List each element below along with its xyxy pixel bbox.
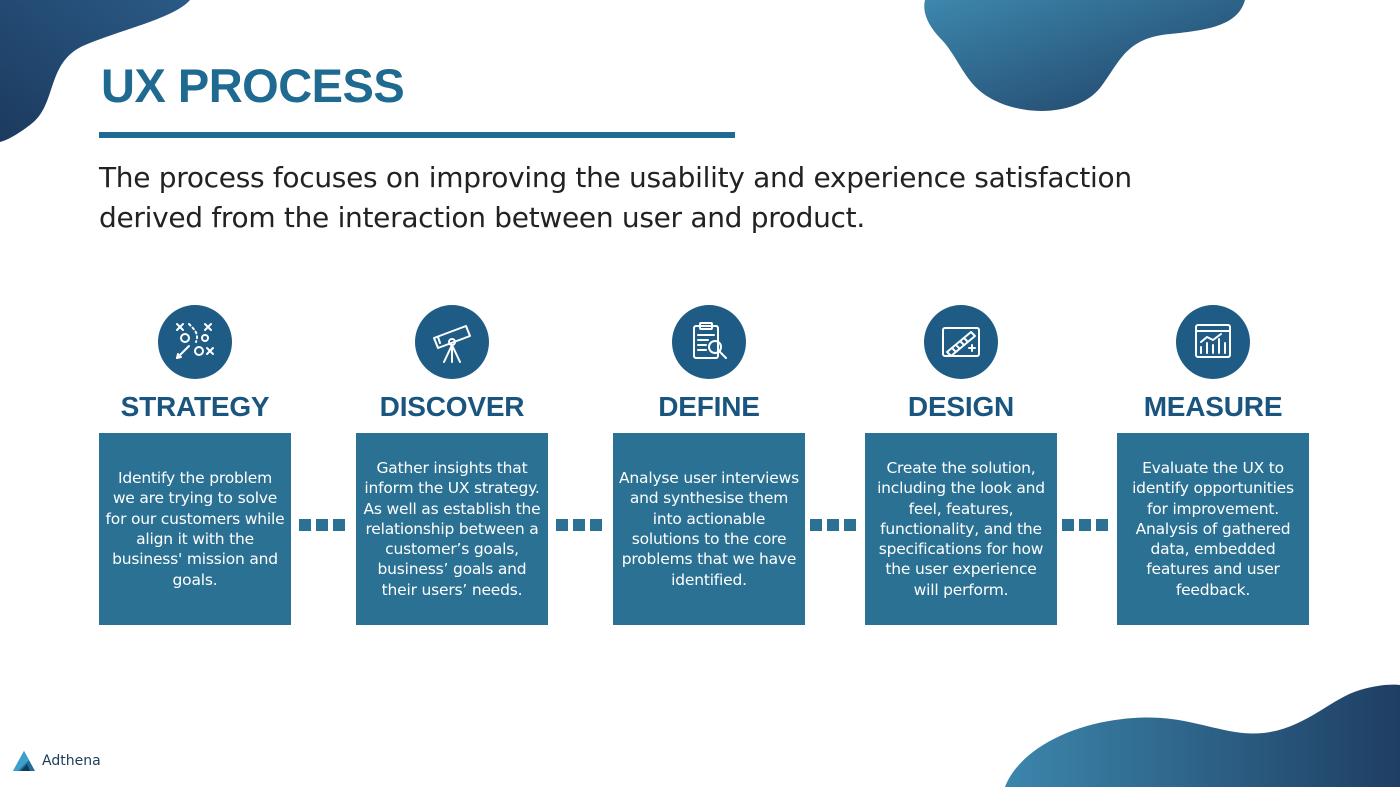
top-right-blob: [924, 0, 1245, 111]
clipboard-search-icon: [672, 305, 746, 379]
step-measure: MEASURE Evaluate the UX to identify oppo…: [1117, 305, 1309, 625]
title-underline: [99, 132, 735, 138]
step-description: Gather insights that inform the UX strat…: [363, 458, 541, 599]
step-box: Analyse user interviews and synthesise t…: [613, 433, 805, 625]
step-design: DESIGN Create the solution, including th…: [865, 305, 1057, 625]
page-title: UX PROCESS: [101, 59, 405, 112]
adthena-logo: Adthena: [12, 750, 101, 772]
step-box: Identify the problem we are trying to so…: [99, 433, 291, 625]
step-connector: [299, 519, 345, 531]
step-name: DISCOVER: [379, 391, 525, 422]
step-name: DESIGN: [907, 391, 1015, 422]
step-strategy: STRATEGY Identify the problem we are try…: [99, 305, 291, 625]
step-define: DEFINE Analyse user interviews and synth…: [613, 305, 805, 625]
strategy-play-icon: [158, 305, 232, 379]
step-discover: DISCOVER Gather insights that inform the…: [356, 305, 548, 625]
step-name: STRATEGY: [120, 391, 270, 422]
step-connector: [1062, 519, 1108, 531]
step-description: Create the solution, including the look …: [877, 458, 1045, 599]
step-name: MEASURE: [1143, 391, 1283, 422]
step-name: DEFINE: [658, 391, 760, 422]
step-box: Create the solution, including the look …: [865, 433, 1057, 625]
step-connector: [556, 519, 602, 531]
step-box: Gather insights that inform the UX strat…: [356, 433, 548, 625]
analytics-chart-icon: [1176, 305, 1250, 379]
page-subtitle: The process focuses on improving the usa…: [99, 161, 1132, 234]
logo-text: Adthena: [42, 753, 101, 769]
step-description: Analyse user interviews and synthesise t…: [619, 469, 799, 589]
bottom-right-blob: [1005, 684, 1400, 787]
top-left-blob: [0, 0, 190, 142]
adthena-logo-icon: [13, 751, 35, 771]
step-description: Identify the problem we are trying to so…: [105, 469, 285, 589]
telescope-icon: [415, 305, 489, 379]
step-description: Evaluate the UX to identify opportunitie…: [1132, 458, 1294, 599]
step-connector: [810, 519, 856, 531]
design-tools-icon: [924, 305, 998, 379]
step-box: Evaluate the UX to identify opportunitie…: [1117, 433, 1309, 625]
